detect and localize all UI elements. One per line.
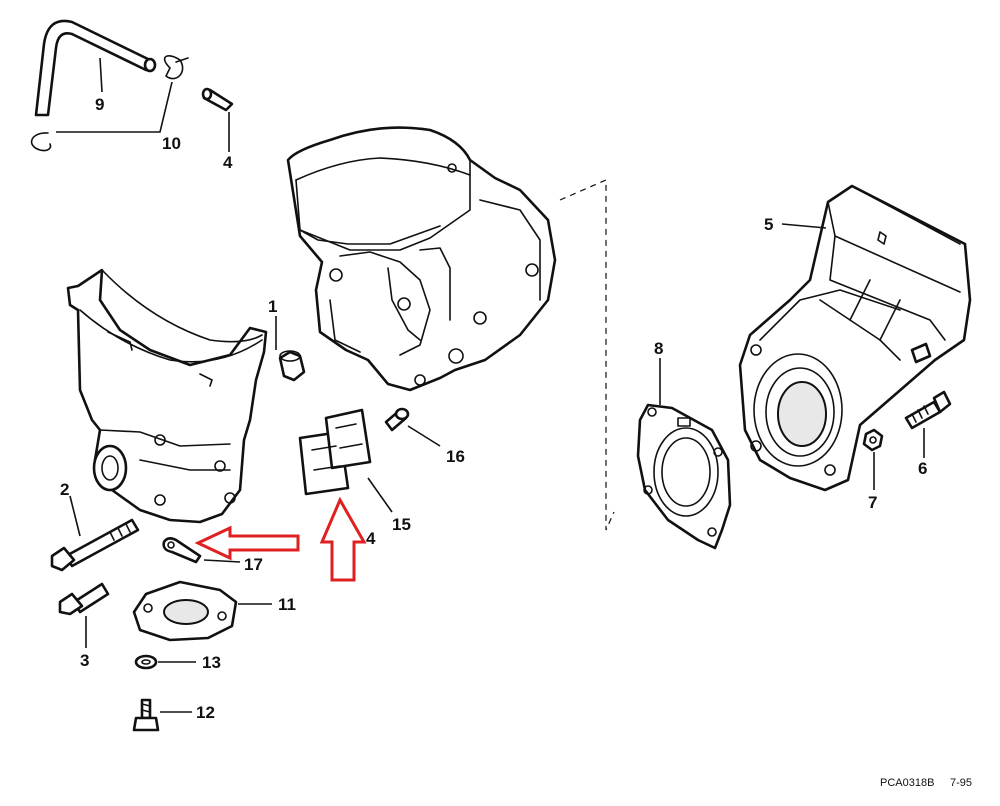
part-11-cover (132, 580, 272, 642)
label-2: 2 (60, 480, 69, 499)
part-7-nut (862, 428, 884, 490)
lower-crankcase-housing (66, 268, 268, 524)
part-16-screw (384, 407, 441, 447)
label-5: 5 (764, 215, 773, 234)
label-6: 6 (918, 459, 927, 478)
label-1: 1 (268, 297, 277, 316)
label-7: 7 (868, 493, 877, 512)
label-11: 11 (278, 595, 296, 614)
part-15-reed-plate (298, 408, 393, 513)
part-2-long-bolt (50, 495, 140, 572)
part-6-bolt (904, 390, 952, 458)
highlight-arrow-left (194, 525, 300, 561)
part-12-screw (132, 698, 192, 732)
part-13-washer (134, 654, 196, 670)
label-15: 15 (392, 515, 411, 534)
label-16: 16 (446, 447, 465, 466)
label-9: 9 (95, 95, 104, 114)
upper-crankcase-housing (286, 126, 557, 392)
label-12: 12 (196, 703, 215, 722)
part-17-clip (162, 537, 241, 564)
highlight-arrow-up (319, 496, 367, 582)
label-10: 10 (162, 134, 181, 153)
diagram-code: PCA0318B (880, 777, 934, 789)
leader-lines (56, 57, 827, 229)
label-4-reed: 4 (366, 529, 376, 548)
label-4-top: 4 (223, 153, 233, 172)
alignment-guide-line (559, 179, 615, 531)
part-3-short-bolt (58, 582, 110, 648)
part-1-bushing (275, 316, 306, 382)
diagram-date: 7-95 (950, 777, 972, 789)
part-9-hose (34, 19, 157, 117)
part-5-exhaust-housing (738, 184, 972, 492)
label-8: 8 (654, 339, 663, 358)
label-13: 13 (202, 653, 221, 672)
label-17: 17 (244, 555, 263, 574)
part-8-gasket (636, 358, 732, 550)
part-10-clamp (30, 55, 189, 152)
part-4-pin (201, 87, 234, 152)
label-3: 3 (80, 651, 89, 670)
